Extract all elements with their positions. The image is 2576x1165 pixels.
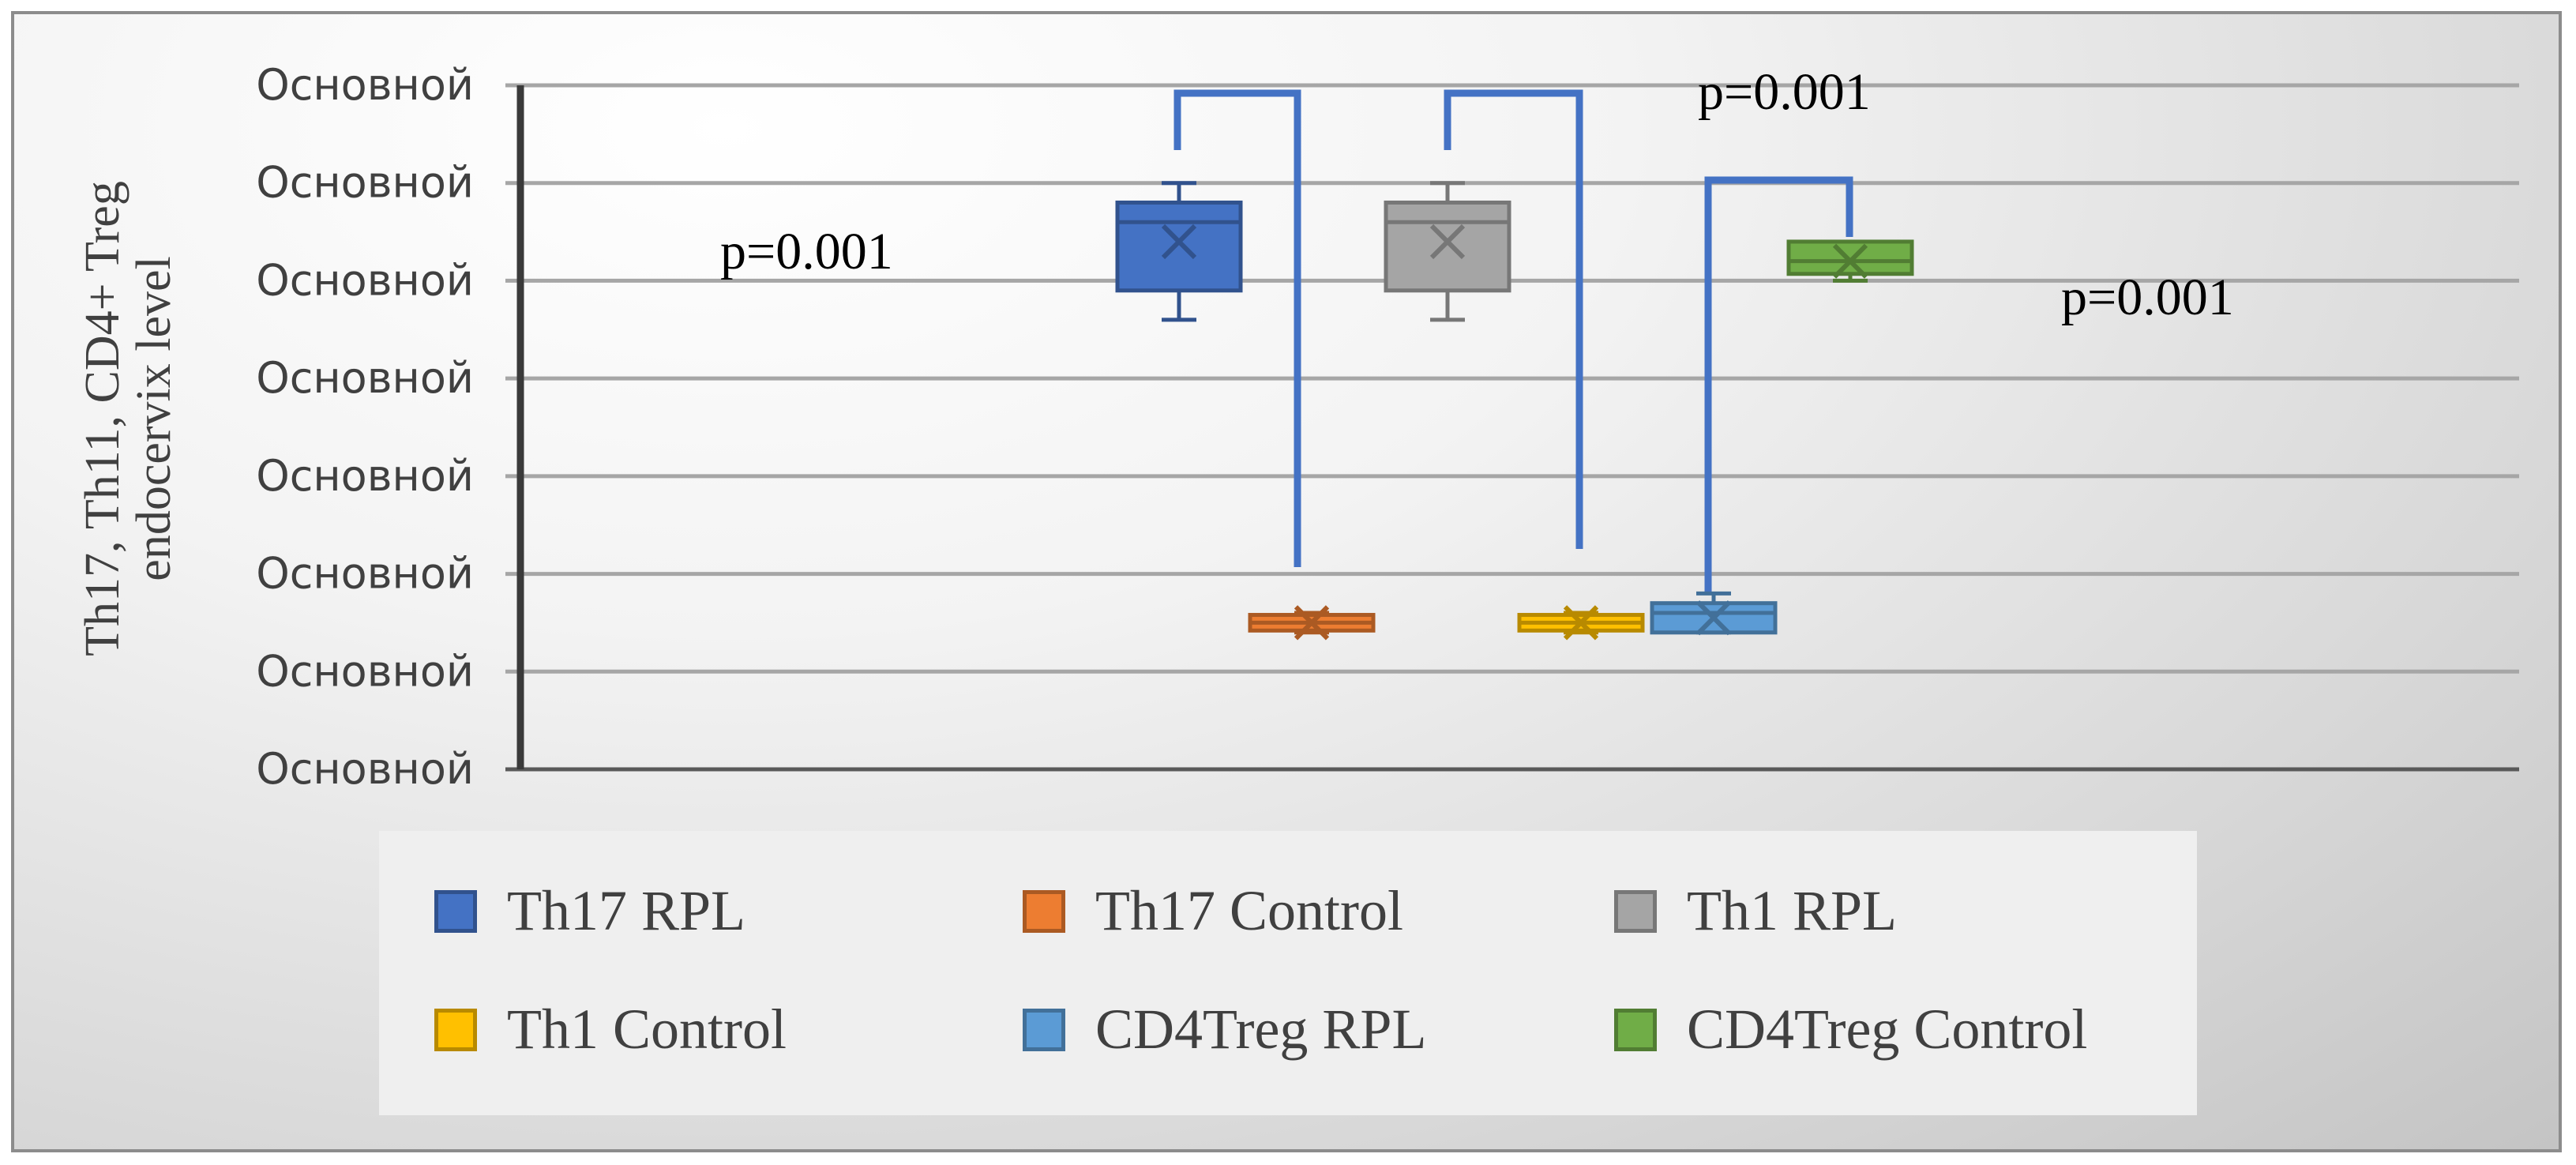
y-axis-title-line2: endocervix level: [127, 256, 181, 581]
mean-marker: [1161, 224, 1197, 260]
legend-swatch: [1023, 1008, 1065, 1051]
significance-bracket: [1444, 89, 1583, 549]
box-iqr: [1115, 200, 1243, 293]
boxplot-cd4treg-rpl: [1650, 591, 1778, 636]
legend-swatch: [1614, 1008, 1657, 1051]
mean-marker: [1832, 243, 1868, 279]
y-axis-title: Th17, Th11, CD4+ Treg endocervix level: [76, 181, 181, 656]
boxplot-th17-control: [1248, 605, 1376, 641]
gridlines: [505, 83, 2519, 772]
boxplot-th1-control: [1517, 605, 1645, 641]
legend-label: Th17 RPL: [507, 879, 746, 942]
legend-swatch: [1023, 889, 1065, 933]
boxplots: [1115, 181, 1914, 641]
boxplot-th17-rpl: [1115, 181, 1243, 322]
box-iqr: [1786, 239, 1914, 276]
legend-item: Th1 RPL: [1614, 878, 1897, 944]
y-tick-label: Основной: [256, 646, 474, 696]
p-value-label: p=0.001: [720, 223, 893, 280]
y-tick-label: Основной: [256, 60, 474, 110]
boxplot-th1-rpl: [1384, 181, 1511, 322]
y-tick-label: Основной: [256, 549, 474, 599]
mean-marker: [1429, 224, 1466, 260]
legend-item: CD4Treg Control: [1614, 997, 2087, 1062]
legend-item: Th1 Control: [434, 997, 787, 1062]
p-value-label: p=0.001: [2061, 269, 2234, 326]
mean-marker: [1563, 605, 1599, 641]
significance-bracket: [1704, 176, 1853, 592]
legend-label: Th1 RPL: [1687, 879, 1898, 942]
legend-swatch: [1614, 889, 1657, 933]
y-tick-label: Основной: [256, 451, 474, 501]
legend-swatch: [434, 1008, 477, 1051]
boxplot-cd4treg-control: [1786, 239, 1914, 283]
legend-label: Th1 Control: [507, 998, 787, 1061]
y-axis-title-line1: Th17, Th11, CD4+ Treg: [76, 181, 130, 656]
legend-item: Th17 Control: [1023, 878, 1403, 944]
y-tick-label: Основной: [256, 255, 474, 305]
legend-item: Th17 RPL: [434, 878, 745, 944]
legend-label: CD4Treg Control: [1687, 998, 2088, 1061]
mean-marker: [1294, 605, 1330, 641]
y-tick-label: Основной: [256, 158, 474, 208]
legend-label: CD4Treg RPL: [1095, 998, 1427, 1061]
mean-marker: [1695, 600, 1732, 636]
legend-swatch: [434, 889, 477, 933]
legend: Th17 RPL Th17 Control Th1 RPL Th1 Control CD…: [379, 831, 2197, 1115]
y-tick-label: Основной: [256, 744, 474, 794]
significance-brackets: [1173, 89, 1853, 592]
box-iqr: [1384, 200, 1511, 293]
p-value-label: p=0.001: [1698, 63, 1871, 121]
legend-item: CD4Treg RPL: [1023, 997, 1426, 1062]
y-tick-label: Основной: [256, 353, 474, 403]
legend-label: Th17 Control: [1095, 879, 1403, 942]
significance-bracket: [1173, 89, 1301, 567]
y-tick-labels: ОсновнойОсновнойОсновнойОсновнойОсновной…: [256, 60, 474, 794]
